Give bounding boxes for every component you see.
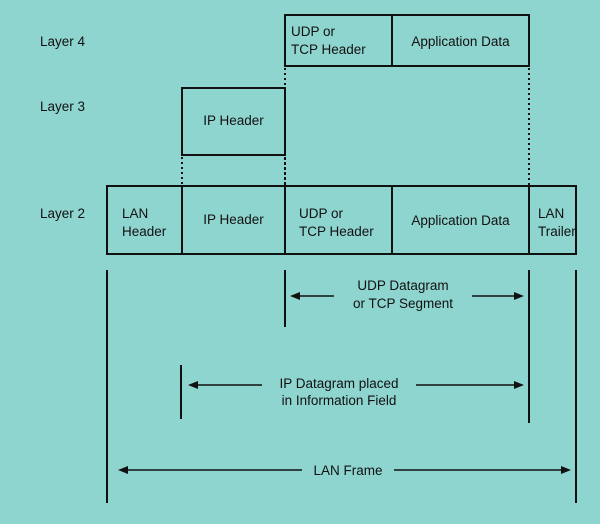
layer-3-ip-header-box [181, 87, 286, 156]
layer-2-lan-header-line2: Header [122, 224, 167, 239]
ip-datagram-label-line1: IP Datagram placed [279, 376, 398, 391]
layer-4-row: UDP or TCP Header Application Data [284, 14, 530, 67]
layer-4-application-data-label: Application Data [411, 34, 510, 49]
udp-span-arrowhead-left [290, 292, 300, 300]
layer-2-lan-trailer-line1: LAN [538, 206, 564, 221]
layer-3-label: Layer 3 [40, 99, 85, 114]
lan-frame-label: LAN Frame [313, 463, 382, 478]
layer-3-ip-header-label: IP Header [203, 113, 264, 128]
ip-datagram-span: IP Datagram placed in Information Field [188, 376, 524, 408]
udp-datagram-label-line1: UDP Datagram [357, 278, 448, 293]
layer-2-udp-tcp-header-line1: UDP or [299, 206, 344, 221]
lan-span-arrowhead-right [561, 466, 571, 474]
lan-span-arrowhead-left [118, 466, 128, 474]
udp-datagram-span: UDP Datagram or TCP Segment [290, 278, 524, 311]
ip-span-arrowhead-left [188, 381, 198, 389]
ip-datagram-label-line2: in Information Field [282, 393, 397, 408]
lan-frame-span: LAN Frame [118, 463, 571, 478]
layer-4-udp-tcp-header-line2: TCP Header [291, 42, 366, 57]
layer-2-row: LAN Header IP Header UDP or TCP Header A… [106, 185, 577, 255]
layer-4-udp-tcp-header-box [284, 14, 393, 67]
layer-2-udp-tcp-header-line2: TCP Header [299, 224, 374, 239]
layer-2-application-data-label: Application Data [411, 213, 510, 228]
layer-2-frame-box [106, 185, 577, 255]
layer-4-label: Layer 4 [40, 34, 86, 49]
layer-4-application-data-box [391, 14, 530, 67]
ip-span-arrowhead-right [514, 381, 524, 389]
layer-3-row: IP Header [181, 87, 286, 156]
layer-2-label: Layer 2 [40, 206, 85, 221]
udp-datagram-label-line2: or TCP Segment [353, 296, 453, 311]
udp-span-arrowhead-right [514, 292, 524, 300]
layer-2-lan-header-line1: LAN [122, 206, 148, 221]
layer-2-lan-trailer-line2: Trailer [538, 224, 576, 239]
layer-2-ip-header-label: IP Header [203, 212, 264, 227]
layer-4-udp-tcp-header-line1: UDP or [291, 24, 336, 39]
